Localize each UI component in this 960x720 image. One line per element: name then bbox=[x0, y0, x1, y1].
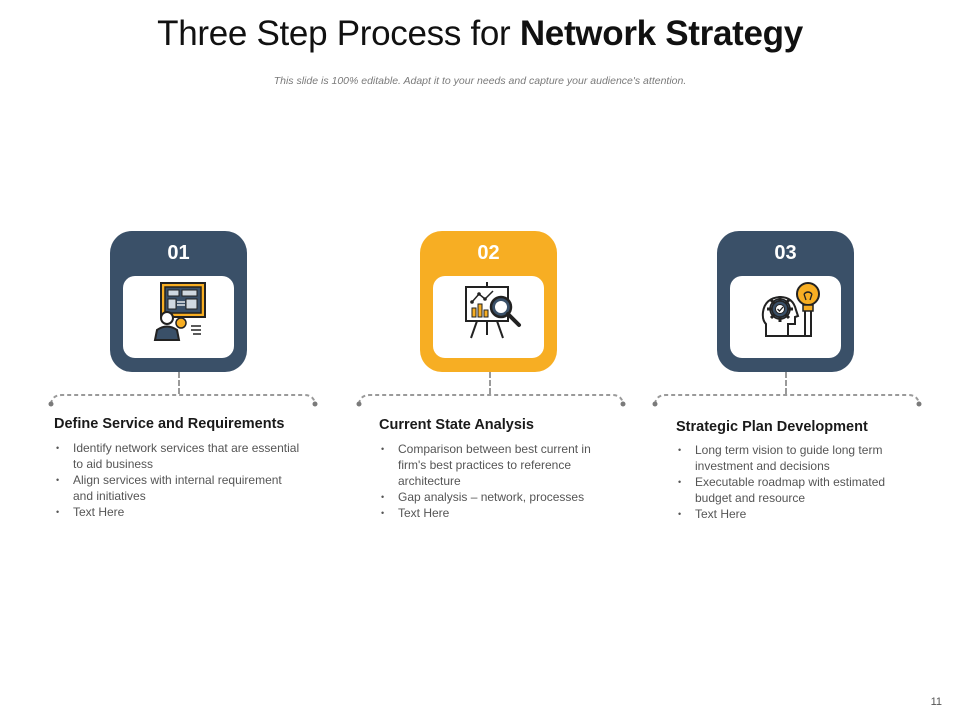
icon-panel-2 bbox=[433, 276, 544, 358]
list-item: Text Here bbox=[379, 505, 619, 521]
step-card-1: 01 bbox=[110, 231, 247, 372]
step-bullets-3: Long term vision to guide long term inve… bbox=[676, 442, 891, 522]
step-bullets-1: Identify network services that are essen… bbox=[54, 440, 304, 520]
list-item: Align services with internal requirement… bbox=[54, 472, 304, 504]
list-item: Long term vision to guide long term inve… bbox=[676, 442, 891, 474]
step-bullets-2: Comparison between best current in firm'… bbox=[379, 441, 619, 521]
list-item: Comparison between best current in firm'… bbox=[379, 441, 619, 489]
list-item: Gap analysis – network, processes bbox=[379, 489, 619, 505]
step-heading-3: Strategic Plan Development bbox=[676, 419, 868, 435]
chart-analysis-magnifier-icon bbox=[465, 282, 521, 339]
step-card-3: 03 bbox=[717, 231, 854, 372]
slide-subtitle: This slide is 100% editable. Adapt it to… bbox=[273, 75, 687, 87]
connector-1 bbox=[178, 372, 180, 394]
step-card-2: 02 bbox=[420, 231, 557, 372]
icon-panel-3 bbox=[730, 276, 841, 358]
title-regular: Three Step Process for bbox=[157, 14, 520, 53]
step-heading-1: Define Service and Requirements bbox=[54, 416, 285, 432]
step-number-1: 01 bbox=[167, 242, 190, 264]
bracket-3 bbox=[652, 394, 922, 407]
step-number-2: 02 bbox=[477, 242, 500, 264]
head-gear-lightbulb-icon bbox=[761, 282, 820, 337]
step-number-3: 03 bbox=[774, 242, 797, 264]
page-number: 11 bbox=[930, 696, 942, 708]
connector-2 bbox=[489, 372, 491, 394]
list-item: Executable roadmap with estimated budget… bbox=[676, 474, 891, 506]
connector-3 bbox=[785, 372, 787, 394]
list-item: Text Here bbox=[54, 504, 304, 520]
title-bold: Network Strategy bbox=[519, 14, 803, 53]
bracket-2 bbox=[356, 394, 626, 407]
slide-title: Three Step Process for Network Strategy bbox=[0, 14, 960, 54]
presentation-board-person-icon bbox=[153, 282, 206, 341]
list-item: Identify network services that are essen… bbox=[54, 440, 304, 472]
icon-panel-1 bbox=[123, 276, 234, 358]
bracket-1 bbox=[48, 394, 318, 407]
step-heading-2: Current State Analysis bbox=[379, 417, 534, 433]
list-item: Text Here bbox=[676, 506, 891, 522]
